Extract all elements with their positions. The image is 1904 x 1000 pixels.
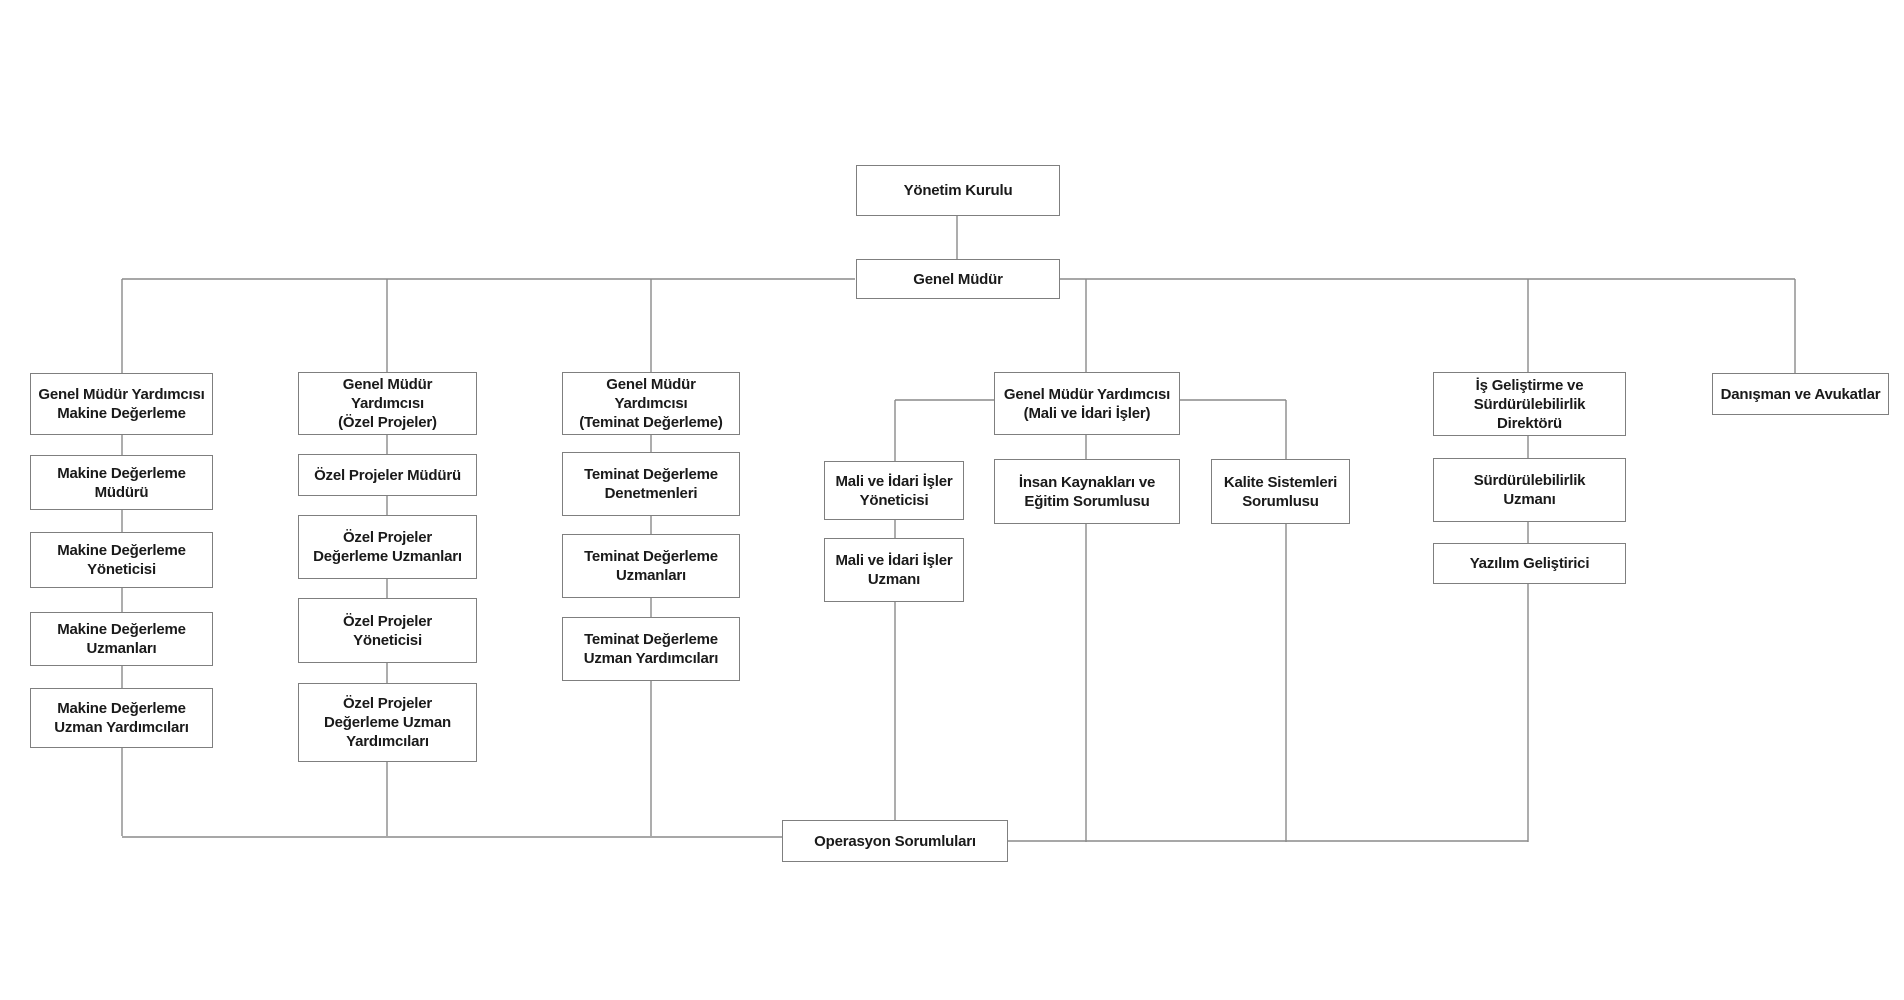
node-teminat-uzman-yardimcilari: Teminat Değerleme Uzman Yardımcıları: [562, 617, 740, 681]
node-is-gelistirme: İş Geliştirme ve Sürdürülebilirlik Direk…: [1433, 372, 1626, 436]
node-kalite-sistemleri: Kalite Sistemleri Sorumlusu: [1211, 459, 1350, 524]
node-yonetim-kurulu: Yönetim Kurulu: [856, 165, 1060, 216]
node-teminat-denetmenleri: Teminat Değerleme Denetmenleri: [562, 452, 740, 516]
node-ozel-muduru: Özel Projeler Müdürü: [298, 454, 477, 496]
node-gmy-ozel: Genel Müdür Yardımcısı (Özel Projeler): [298, 372, 477, 435]
node-insan-kaynaklari: İnsan Kaynakları ve Eğitim Sorumlusu: [994, 459, 1180, 524]
node-gmy-teminat: Genel Müdür Yardımcısı (Teminat Değerlem…: [562, 372, 740, 435]
node-makine-uzmanlari: Makine Değerleme Uzmanları: [30, 612, 213, 666]
node-makine-yoneticisi: Makine Değerleme Yöneticisi: [30, 532, 213, 588]
node-gmy-makine: Genel Müdür Yardımcısı Makine Değerleme: [30, 373, 213, 435]
node-mali-yoneticisi: Mali ve İdari İşler Yöneticisi: [824, 461, 964, 520]
node-genel-mudur: Genel Müdür: [856, 259, 1060, 299]
node-yazilim-gelistirici: Yazılım Geliştirici: [1433, 543, 1626, 584]
node-ozel-uzmanlari: Özel Projeler Değerleme Uzmanları: [298, 515, 477, 579]
node-operasyon: Operasyon Sorumluları: [782, 820, 1008, 862]
node-surdurulebilirlik-uzmani: Sürdürülebilirlik Uzmanı: [1433, 458, 1626, 522]
node-makine-muduru: Makine Değerleme Müdürü: [30, 455, 213, 510]
node-danisman: Danışman ve Avukatlar: [1712, 373, 1889, 415]
node-makine-uzman-yardimcilari: Makine Değerleme Uzman Yardımcıları: [30, 688, 213, 748]
node-teminat-uzmanlari: Teminat Değerleme Uzmanları: [562, 534, 740, 598]
node-ozel-yoneticisi: Özel Projeler Yöneticisi: [298, 598, 477, 663]
node-gmy-mali: Genel Müdür Yardımcısı (Mali ve İdari İş…: [994, 372, 1180, 435]
node-mali-uzmani: Mali ve İdari İşler Uzmanı: [824, 538, 964, 602]
node-ozel-uzman-yardimcilari: Özel Projeler Değerleme Uzman Yardımcıla…: [298, 683, 477, 762]
